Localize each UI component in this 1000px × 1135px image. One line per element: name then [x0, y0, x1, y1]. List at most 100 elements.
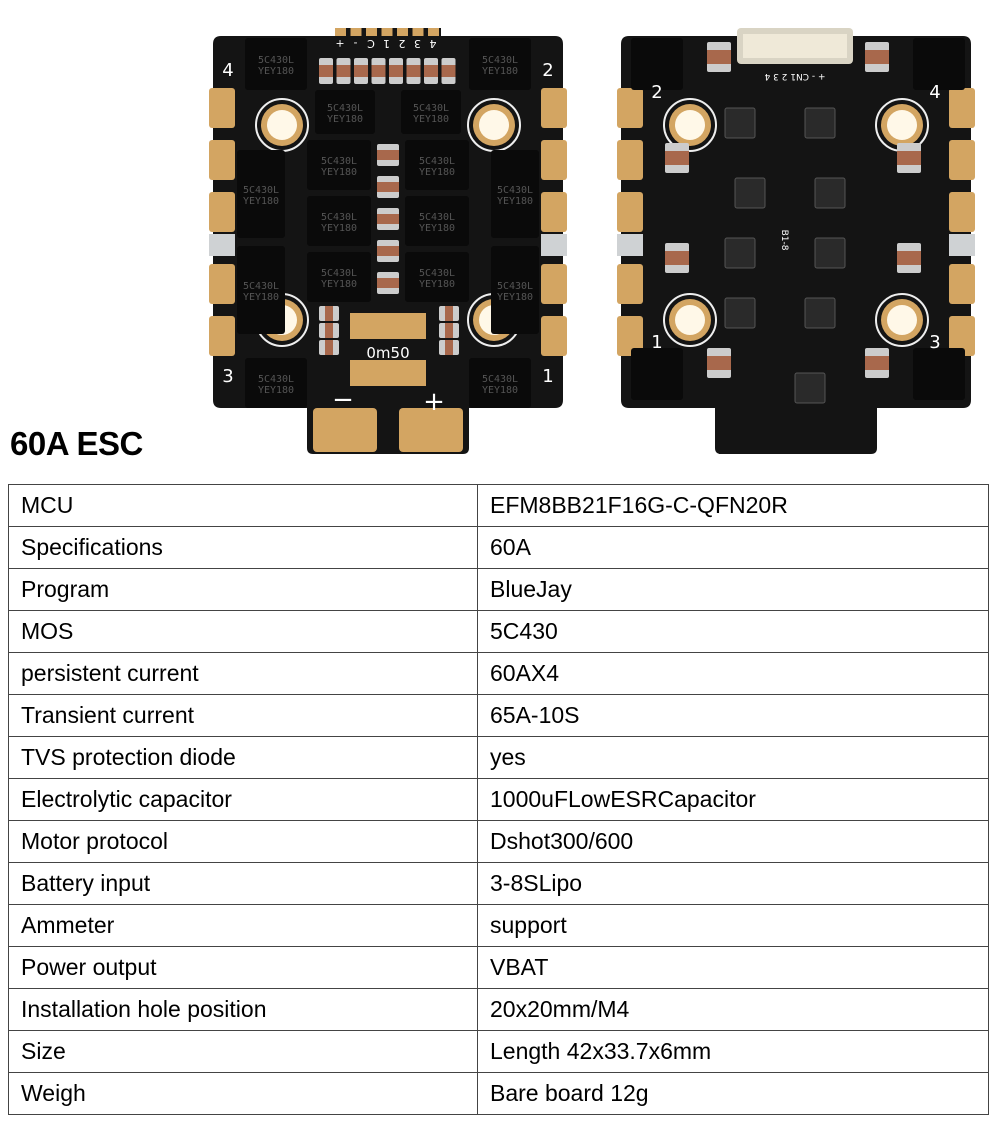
capacitor-body: [406, 65, 421, 77]
solder-pad: [949, 234, 975, 256]
chip-label: B1-8: [779, 230, 789, 251]
shunt-pad: [350, 360, 426, 386]
capacitor-body: [377, 182, 399, 192]
mosfet-marking: 5C430L: [419, 268, 455, 279]
capacitor-body: [325, 340, 333, 355]
capacitor-body: [319, 65, 333, 77]
mosfet-chip: [405, 196, 469, 246]
mosfet-marking: 5C430L: [419, 156, 455, 167]
capacitor-body: [665, 151, 689, 165]
signal-label: C: [367, 37, 375, 50]
capacitor-body: [377, 150, 399, 160]
pcb: [719, 440, 739, 454]
ic-chip: [814, 177, 846, 209]
spec-value: 20x20mm/M4: [477, 988, 989, 1031]
solder-pad: [617, 234, 643, 256]
mosfet-chip: [631, 348, 683, 400]
spec-key: Size: [8, 1030, 478, 1073]
spec-value: Bare board 12g: [477, 1072, 989, 1115]
capacitor-body: [354, 65, 368, 77]
spec-key: MCU: [8, 484, 478, 527]
mosfet-marking: 5C430L: [327, 103, 363, 114]
signal-pad: [335, 28, 346, 36]
spec-key: Specifications: [8, 526, 478, 569]
mosfet-marking: YEY180: [327, 114, 363, 125]
product-title: 60A ESC: [10, 425, 143, 462]
mosfet-marking: 5C430L: [497, 281, 533, 292]
corner-label: 3: [929, 332, 940, 353]
signal-label: 1: [383, 37, 390, 50]
corner-label: 4: [929, 82, 940, 103]
solder-pad: [209, 264, 235, 304]
spec-key: Motor protocol: [8, 820, 478, 863]
mosfet-marking: 5C430L: [482, 55, 518, 66]
spec-key: Power output: [8, 946, 478, 989]
spec-value: BlueJay: [477, 568, 989, 611]
spec-value: EFM8BB21F16G-C-QFN20R: [477, 484, 989, 527]
mosfet-marking: YEY180: [497, 196, 533, 207]
mosfet-chip: [307, 196, 371, 246]
corner-label: 2: [542, 60, 553, 81]
mount-hole-ring: [875, 293, 929, 347]
mosfet-chip: [245, 358, 307, 408]
corner-label: 1: [651, 332, 662, 353]
mosfet-chip: [913, 348, 965, 400]
corner-label: 4: [222, 60, 233, 81]
mosfet-marking: YEY180: [419, 167, 455, 178]
capacitor-body: [441, 65, 456, 77]
signal-label: +: [335, 37, 344, 50]
mount-hole-ring: [663, 98, 717, 152]
solder-pad: [949, 316, 975, 356]
shunt-label: 0m50: [366, 344, 409, 362]
capacitor-body: [897, 151, 921, 165]
mosfet-marking: 5C430L: [258, 55, 294, 66]
spec-key: Electrolytic capacitor: [8, 778, 478, 821]
corner-label: 3: [222, 366, 233, 387]
mosfet-chip: [469, 38, 531, 90]
spec-value: 65A-10S: [477, 694, 989, 737]
mosfet-marking: 5C430L: [243, 185, 279, 196]
mosfet-marking: 5C430L: [258, 374, 294, 385]
solder-pad: [541, 140, 567, 180]
mount-hole-center: [267, 110, 297, 140]
mosfet-chip: [405, 252, 469, 302]
spec-value: Dshot300/600: [477, 820, 989, 863]
mosfet-marking: YEY180: [321, 167, 357, 178]
spec-key: Program: [8, 568, 478, 611]
spec-value: 3-8SLipo: [477, 862, 989, 905]
positive-label: +: [423, 387, 445, 417]
ic-chip: [724, 107, 756, 139]
corner-label: 1: [542, 366, 553, 387]
solder-pad: [209, 192, 235, 232]
mosfet-marking: YEY180: [321, 279, 357, 290]
mount-hole-center: [887, 110, 917, 140]
mosfet-marking: YEY180: [321, 223, 357, 234]
solder-pad: [209, 140, 235, 180]
mosfet-marking: 5C430L: [482, 374, 518, 385]
capacitor-body: [424, 65, 438, 77]
mosfet-chip: [315, 90, 375, 134]
mosfet-marking: YEY180: [243, 292, 279, 303]
signal-label: 4: [430, 37, 437, 50]
solder-pad: [541, 316, 567, 356]
mosfet-marking: YEY180: [482, 385, 518, 396]
solder-pad: [617, 140, 643, 180]
capacitor-body: [445, 306, 453, 321]
capacitor-body: [865, 356, 889, 370]
shunt-pad: [350, 313, 426, 339]
mosfet-chip: [237, 150, 285, 238]
corner-label: 2: [651, 82, 662, 103]
solder-pad: [949, 192, 975, 232]
capacitor-body: [445, 323, 453, 338]
negative-label: −: [332, 385, 354, 415]
mount-hole-center: [479, 110, 509, 140]
mosfet-chip: [913, 38, 965, 90]
solder-pad: [541, 88, 567, 128]
signal-label: 2: [399, 37, 406, 50]
